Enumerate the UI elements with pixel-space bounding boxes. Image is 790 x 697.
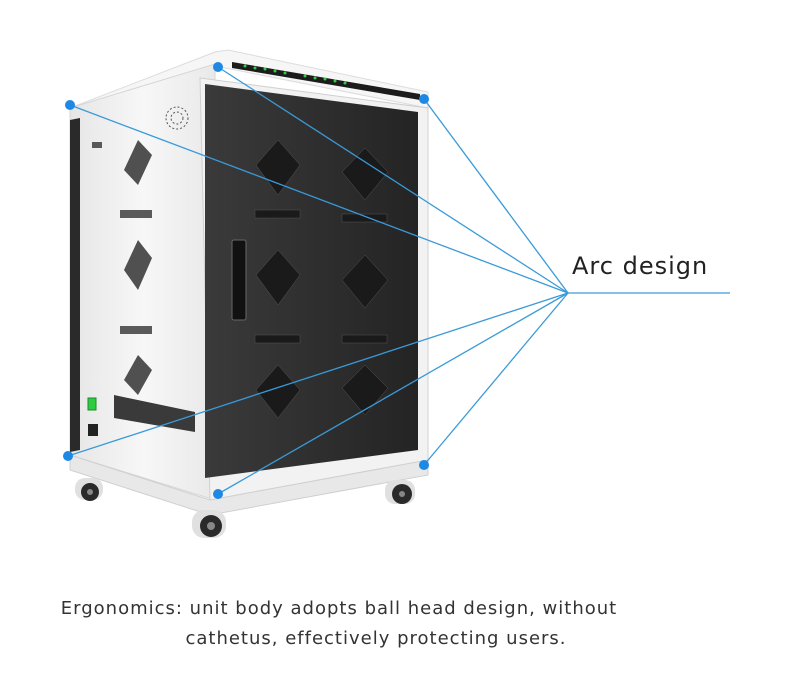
caption-line-1: Ergonomics: unit body adopts ball head d… <box>60 598 618 619</box>
door-handle <box>231 239 247 321</box>
side-socket-panel <box>114 395 195 432</box>
indicator-leds <box>243 64 347 85</box>
caption-line-2: cathetus, effectively protecting users. <box>185 628 567 649</box>
callout-lines <box>67 66 730 495</box>
callout-label: Arc design <box>572 252 709 280</box>
callout-dots <box>63 62 429 499</box>
cabinet-base <box>69 454 429 516</box>
top-indicator-strip <box>232 62 420 100</box>
side-vents <box>92 140 152 395</box>
callout-dot <box>65 100 75 110</box>
callout-dot <box>213 489 223 499</box>
fan-vent-icon <box>165 106 189 130</box>
caster-wheels <box>75 478 415 538</box>
power-inlet <box>88 424 98 436</box>
callout-dot <box>419 94 429 104</box>
callout-dot <box>419 460 429 470</box>
callout-dot <box>213 62 223 72</box>
power-switch <box>87 397 97 411</box>
door-vents <box>254 139 389 419</box>
charging-cabinet <box>69 49 429 538</box>
callout-dot <box>63 451 73 461</box>
